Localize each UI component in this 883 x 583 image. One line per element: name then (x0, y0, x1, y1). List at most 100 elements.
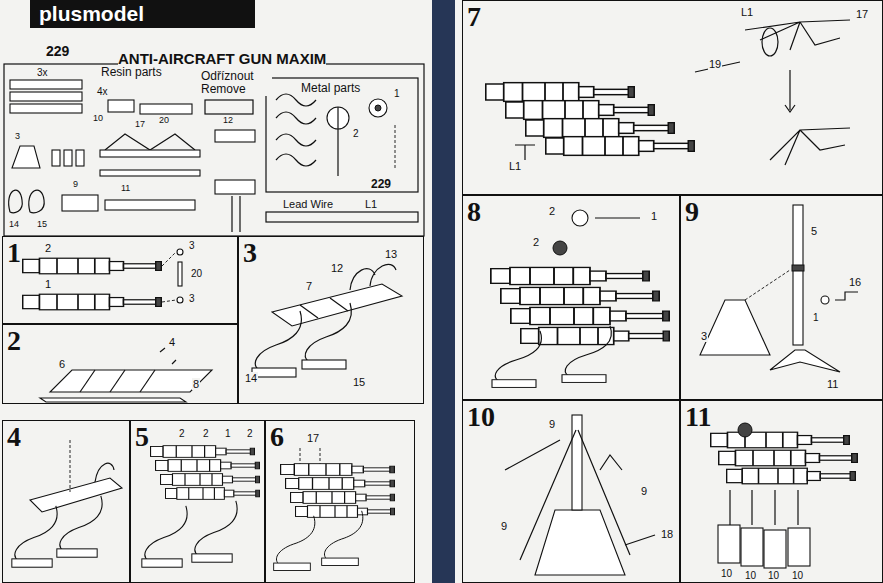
art-rect (4, 64, 424, 236)
art-rect (105, 200, 195, 210)
callout-number: Lead Wire (282, 198, 334, 210)
callout-number: 10 (92, 114, 104, 124)
art-line (239, 196, 240, 232)
art-use (281, 464, 395, 476)
art-path (30, 478, 122, 512)
step-number: 10 (463, 401, 499, 433)
art-circle (369, 99, 387, 117)
callout-number: 3x (36, 67, 49, 78)
art-use (546, 137, 695, 156)
callout-number: 19 (708, 58, 722, 70)
callout-number: 7 (305, 280, 313, 292)
art-path (515, 145, 535, 160)
art-path (785, 105, 795, 112)
callout-number: 10 (791, 570, 804, 581)
art-path (770, 128, 850, 165)
callout-number: 1 (393, 88, 401, 99)
step-panel: 5 (130, 420, 265, 583)
callout-number: 5 (810, 225, 818, 237)
art-path (160, 348, 176, 364)
callout-number: 13 (384, 248, 398, 260)
callout-number: 14 (244, 372, 258, 384)
art-rect (266, 78, 418, 192)
art-line (110, 370, 125, 392)
art-use (526, 119, 675, 138)
art-line (797, 490, 798, 525)
art-rect (718, 525, 740, 563)
step-number: 7 (463, 1, 485, 33)
art-use (156, 460, 260, 472)
art-line (140, 370, 155, 392)
art-rect (178, 262, 182, 286)
art-use (151, 446, 255, 458)
callout-number: 10 (744, 570, 757, 581)
art-rect (741, 528, 763, 566)
art-path (276, 94, 316, 166)
art-use (12, 506, 57, 567)
callout-number: 15 (36, 220, 48, 230)
callout-number: 12 (330, 262, 344, 274)
art-path (50, 370, 212, 392)
art-use (727, 468, 856, 484)
art-use (23, 294, 162, 310)
callout-number: 2 (246, 428, 254, 439)
art-use (161, 474, 260, 486)
art-rect (572, 415, 582, 510)
art-line (745, 270, 790, 300)
art-path (505, 430, 630, 560)
art-circle (738, 423, 752, 437)
callout-number: 20 (190, 268, 203, 279)
art-rect (62, 195, 98, 211)
art-line (789, 70, 790, 110)
art-use (492, 331, 541, 388)
step-panel: 4 (2, 420, 130, 583)
callout-number: 18 (660, 528, 674, 540)
art-line (337, 107, 338, 176)
step-number: 5 (131, 421, 153, 453)
callout-number: 2 (352, 128, 360, 139)
art-path (12, 146, 40, 168)
right-page (455, 0, 883, 583)
callout-number: 8 (192, 378, 200, 390)
step-number: 3 (239, 237, 261, 269)
callout-number: 4x (96, 86, 109, 97)
art-line (330, 298, 348, 311)
art-use (142, 506, 187, 567)
art-path (625, 535, 655, 545)
art-use (521, 327, 670, 344)
art-circle (572, 210, 588, 226)
art-line (231, 196, 232, 232)
art-path (40, 398, 186, 402)
callout-number: 15 (352, 376, 366, 388)
step-number: 2 (3, 325, 25, 357)
art-rect (10, 80, 82, 89)
callout-number: 17 (134, 120, 146, 130)
art-line (162, 300, 176, 302)
art-path (535, 510, 625, 575)
step-panel: 2 (2, 324, 238, 404)
callout-number: 11 (826, 378, 839, 390)
art-path (350, 264, 396, 290)
art-use (322, 511, 363, 566)
callout-number: 10 (720, 568, 733, 579)
art-use (711, 432, 850, 448)
callout-number: 3 (188, 240, 196, 251)
step-panel: 6 (265, 420, 415, 583)
art-path (105, 134, 195, 150)
art-use (511, 307, 669, 324)
art-use (562, 326, 611, 383)
callout-number: 2 (202, 428, 210, 439)
callout-number: 9 (548, 418, 556, 430)
art-use (491, 267, 649, 284)
step-number: 8 (463, 196, 485, 228)
art-rect (788, 528, 810, 566)
callout-number: 229 (45, 44, 70, 59)
callout-number: 3 (700, 330, 708, 342)
art-circle (553, 241, 567, 255)
art-use (302, 303, 351, 369)
art-rect (10, 92, 82, 101)
art-use (296, 506, 395, 518)
art-path (9, 190, 45, 213)
